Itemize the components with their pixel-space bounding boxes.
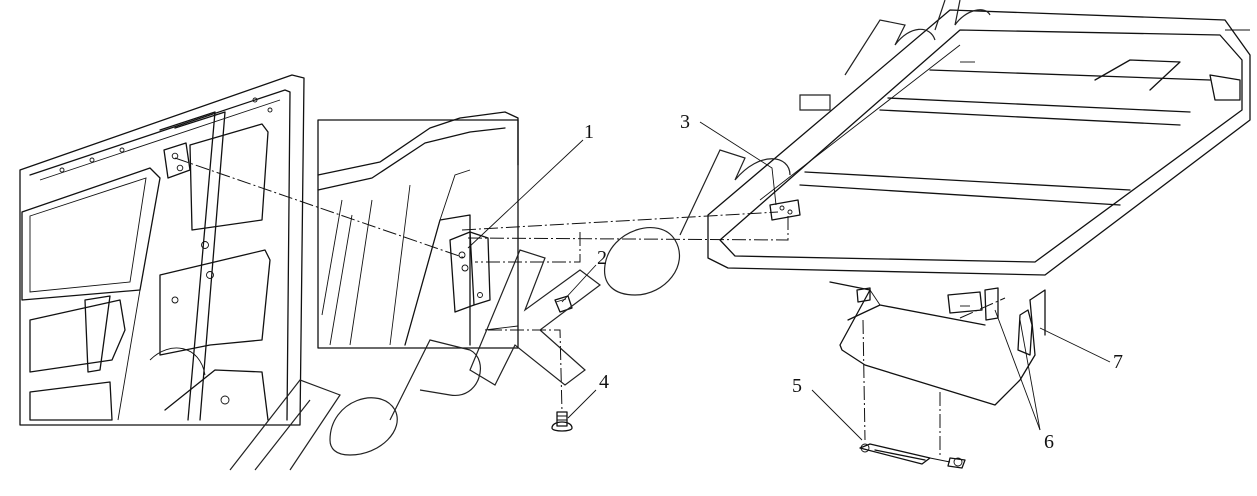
callout-4: 4 bbox=[599, 371, 609, 393]
assembly-centerlines bbox=[174, 157, 1006, 458]
callout-1: 1 bbox=[584, 121, 594, 143]
callout-labels: 1 2 3 4 5 6 7 bbox=[584, 111, 1123, 453]
callout-6: 6 bbox=[1044, 431, 1054, 453]
leader-lines bbox=[467, 121, 1111, 441]
bolt-part-2 bbox=[554, 295, 573, 313]
callout-5: 5 bbox=[792, 375, 802, 397]
tray-assembly bbox=[707, 9, 1251, 469]
callout-3: 3 bbox=[680, 111, 690, 133]
hinge-detail-view bbox=[317, 111, 519, 349]
door-inner-panel bbox=[19, 74, 305, 426]
screw-part-4 bbox=[551, 411, 573, 432]
callout-7: 7 bbox=[1113, 351, 1123, 373]
callout-2: 2 bbox=[597, 247, 607, 269]
watermark bbox=[229, 0, 991, 471]
